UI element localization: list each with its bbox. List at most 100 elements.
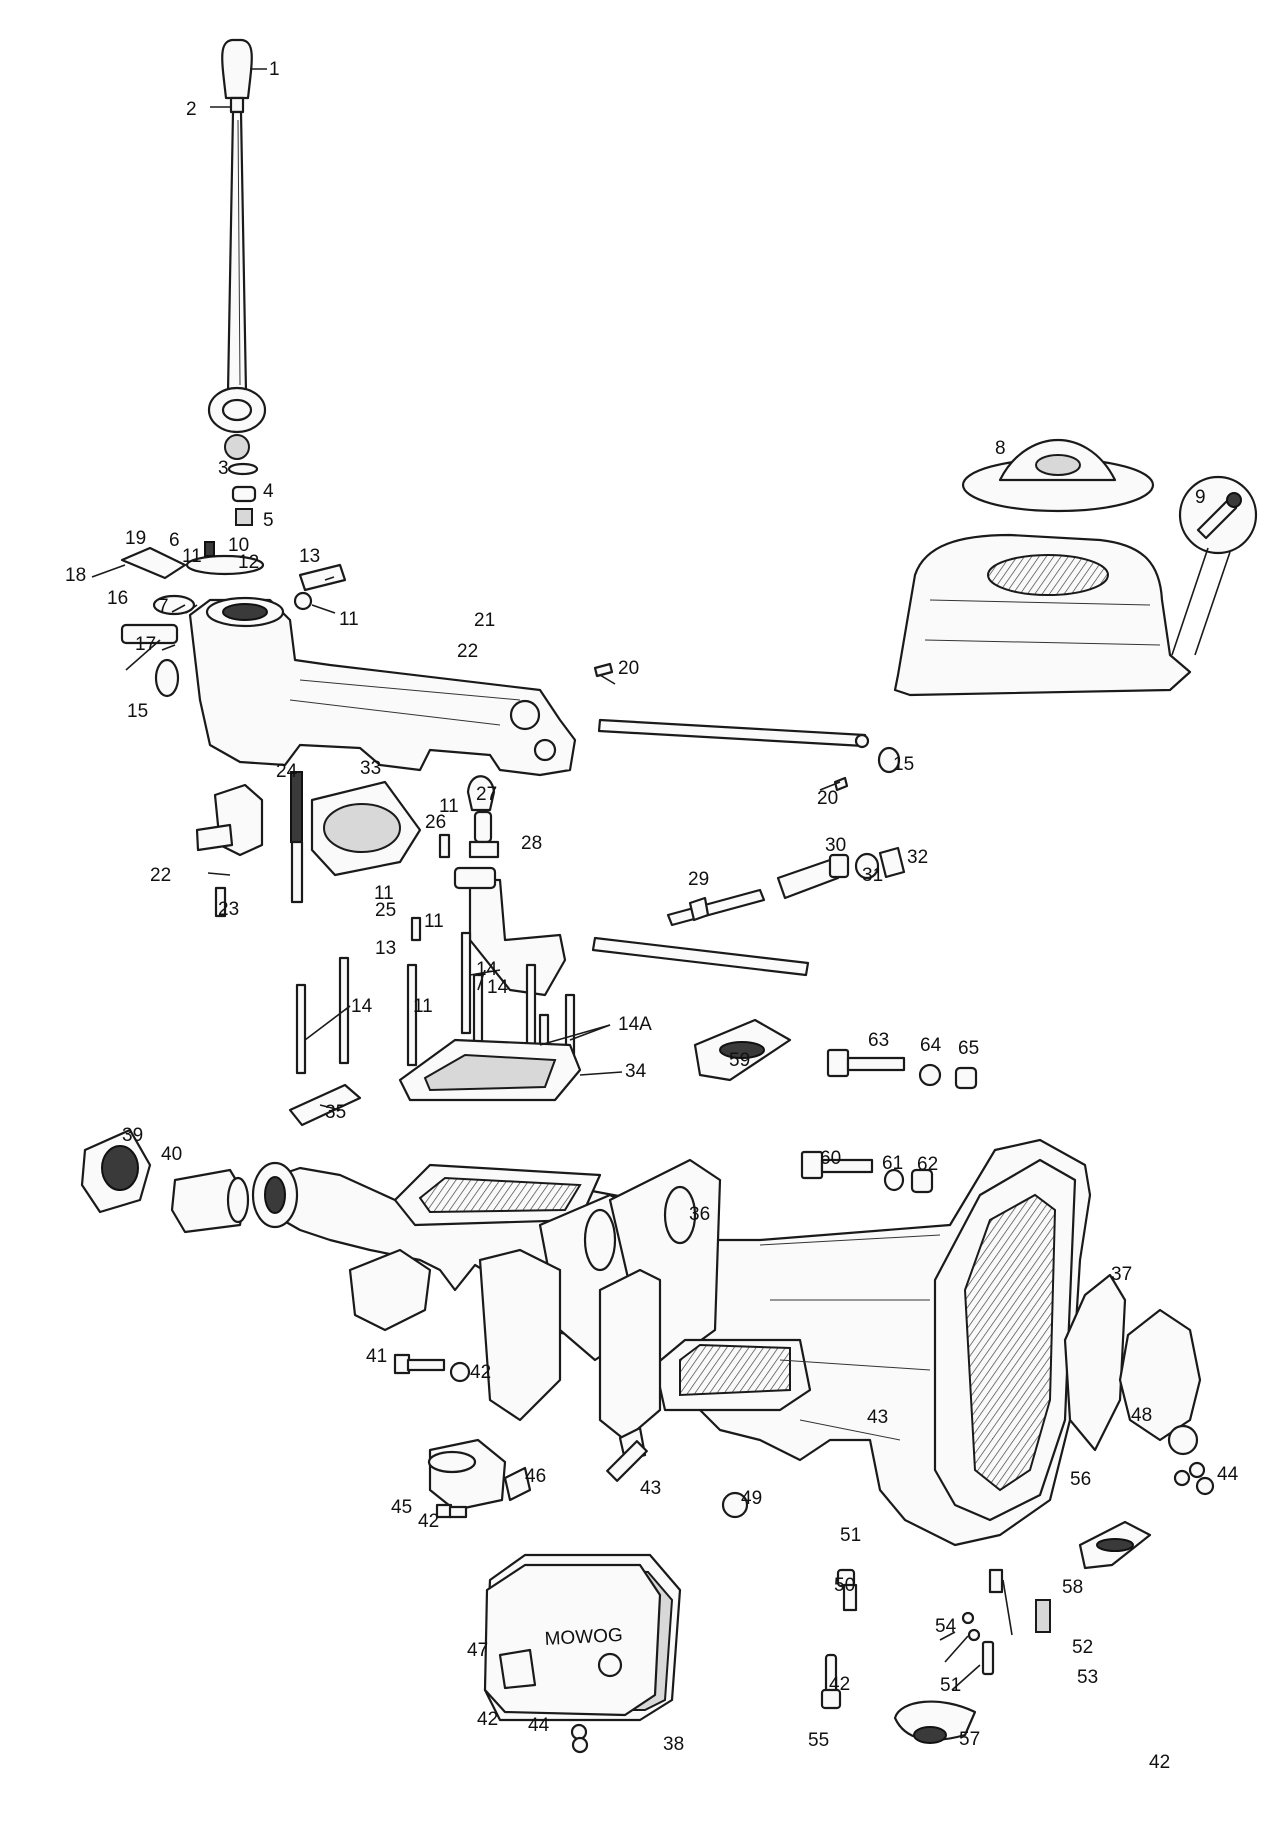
callout-label: 44 — [528, 1715, 550, 1736]
studs-and-gaskets — [288, 931, 582, 1127]
callout-label: 15 — [127, 701, 148, 722]
callout-label: 40 — [161, 1144, 182, 1165]
callout-label: 10 — [228, 535, 249, 556]
callout-label: 9 — [1195, 487, 1206, 508]
callout-label: 42 — [477, 1709, 498, 1730]
callout-label: 14A — [618, 1014, 652, 1035]
callout-label: 62 — [917, 1154, 938, 1175]
callout-label: 32 — [907, 847, 928, 868]
callout-label: 31 — [862, 865, 883, 886]
gear-lever — [207, 38, 267, 460]
callout-label: 5 — [263, 510, 274, 531]
callout-label: 36 — [689, 1204, 710, 1225]
callout-label: 46 — [525, 1466, 546, 1487]
end-plates — [1063, 1273, 1206, 1479]
callout-label: 43 — [640, 1478, 661, 1499]
callout-label: 41 — [366, 1346, 387, 1367]
callout-label: 65 — [958, 1038, 979, 1059]
callout-label: 11 — [424, 911, 444, 932]
callout-label: 60 — [820, 1148, 841, 1169]
callout-label: 4 — [263, 481, 274, 502]
callout-label: 14 — [487, 977, 509, 998]
callout-label: 12 — [238, 552, 259, 573]
callout-label: 1 — [269, 59, 280, 80]
callout-label: 33 — [360, 758, 381, 779]
callout-label: 42 — [1149, 1752, 1170, 1773]
callout-label: 14 — [351, 996, 373, 1017]
gearbox-casing — [251, 1138, 1092, 1547]
callout-label: 42 — [829, 1674, 850, 1695]
callout-label: 45 — [391, 1497, 412, 1518]
callout-label: 56 — [1070, 1469, 1091, 1490]
callout-label: 23 — [218, 899, 239, 920]
interlock-parts — [195, 771, 567, 997]
callout-label: 8 — [995, 438, 1006, 459]
callout-label: 48 — [1131, 1405, 1152, 1426]
callout-label: 54 — [935, 1616, 957, 1637]
callout-label: 17 — [135, 634, 156, 655]
callout-label: 44 — [1217, 1464, 1239, 1485]
callout-label: 19 — [125, 528, 146, 549]
bolts-and-nuts — [393, 1048, 1215, 1754]
callout-label: 42 — [470, 1362, 491, 1383]
callout-label: 38 — [663, 1734, 684, 1755]
mowog-stamp: MOWOG — [544, 1625, 623, 1650]
callout-label: 15 — [893, 754, 914, 775]
callout-label: 11 — [413, 996, 433, 1017]
callout-label: 3 — [218, 458, 229, 479]
callout-label: 39 — [122, 1125, 143, 1146]
callout-label: 63 — [868, 1030, 889, 1051]
callout-label: 20 — [817, 788, 838, 809]
callout-label: 28 — [521, 833, 542, 854]
callout-label: 27 — [476, 784, 497, 805]
selector-rods — [591, 662, 901, 977]
callout-label: 37 — [1111, 1264, 1132, 1285]
callout-label: 13 — [299, 546, 320, 567]
callout-label: 43 — [867, 1407, 888, 1428]
callout-label: 26 — [425, 812, 446, 833]
callout-label: 13 — [375, 938, 396, 959]
speedo-drive — [666, 846, 906, 927]
callout-label: 14 — [476, 959, 498, 980]
callout-label: 35 — [325, 1102, 346, 1123]
callout-label: 50 — [834, 1575, 855, 1596]
callout-label: 25 — [375, 900, 396, 921]
callout-label: 59 — [729, 1050, 750, 1071]
callout-label: 29 — [688, 869, 709, 890]
callout-label: 57 — [959, 1729, 980, 1750]
callout-label: 11 — [439, 796, 459, 817]
callout-label: 6 — [169, 530, 180, 551]
callout-label: 49 — [741, 1488, 762, 1509]
callout-label: 16 — [107, 588, 128, 609]
callout-label: 18 — [65, 565, 86, 586]
leader-lines — [91, 68, 1013, 1691]
callout-label: 51 — [840, 1525, 861, 1546]
callout-label: 51 — [940, 1675, 961, 1696]
callout-label: 42 — [418, 1511, 439, 1532]
front-seal-and-bush — [80, 1128, 250, 1234]
remote-control-housing — [120, 546, 577, 777]
callout-label: 61 — [882, 1153, 903, 1174]
lever-small-parts — [185, 462, 265, 576]
callout-label: 53 — [1077, 1667, 1098, 1688]
callout-label: 11 — [182, 546, 202, 567]
callout-label: 22 — [457, 641, 478, 662]
callout-label: 22 — [150, 865, 171, 886]
callout-label: 24 — [276, 761, 298, 782]
callout-label: 34 — [625, 1061, 647, 1082]
callout-label: 47 — [467, 1640, 488, 1661]
callout-label: 7 — [158, 596, 169, 617]
lower-parts — [427, 1018, 1152, 1744]
callout-label: 55 — [808, 1730, 829, 1751]
callout-label: 21 — [474, 610, 495, 631]
callout-label: 52 — [1072, 1637, 1093, 1658]
callout-label: 11 — [374, 883, 394, 904]
callout-label: 64 — [920, 1035, 942, 1056]
callout-label: 2 — [186, 99, 197, 120]
callout-label: 58 — [1062, 1577, 1083, 1598]
callout-label: 30 — [825, 835, 846, 856]
remote-cover — [893, 438, 1258, 697]
